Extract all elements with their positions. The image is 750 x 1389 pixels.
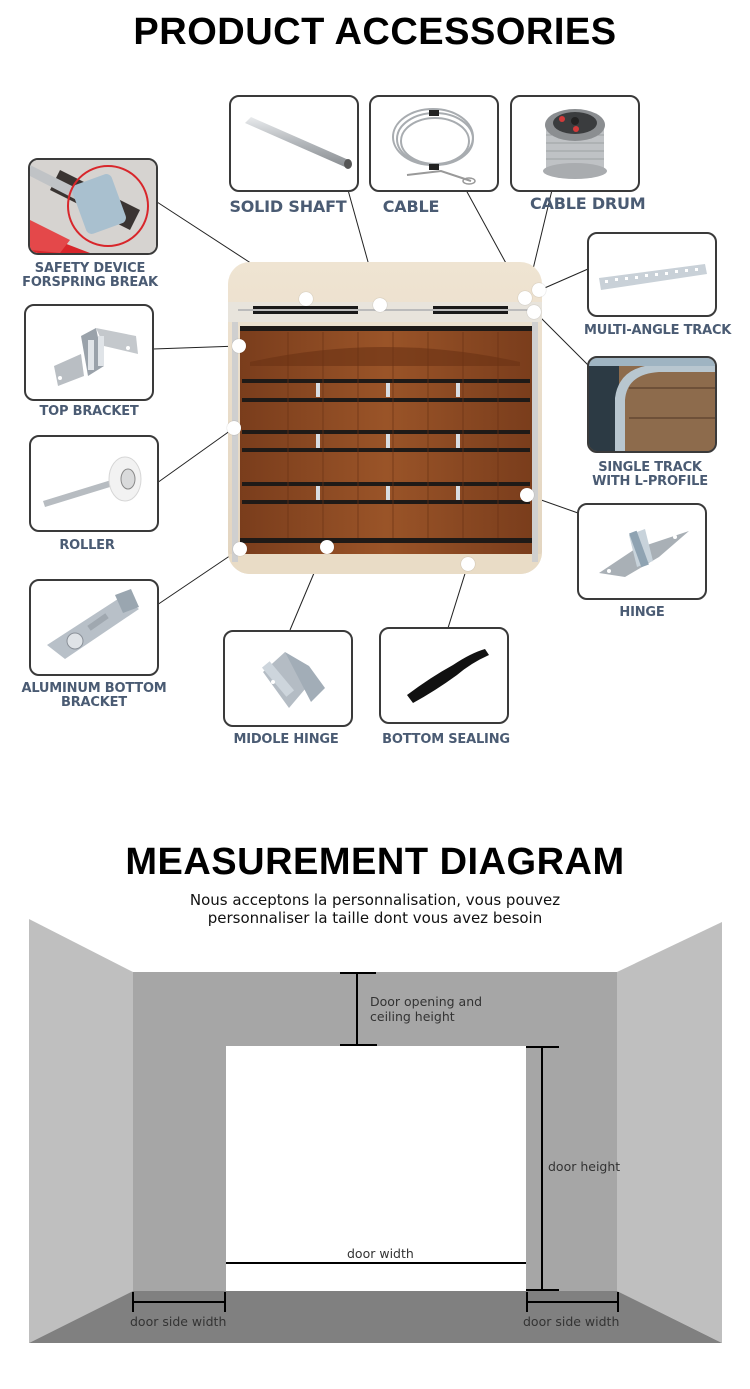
bottom-sealing-card[interactable] bbox=[379, 627, 509, 724]
multi-angle-track-label: MULTI-ANGLE TRACK bbox=[584, 323, 732, 338]
cable-drum-icon bbox=[543, 109, 607, 179]
ceiling-height-label-line2: ceiling height bbox=[370, 1009, 455, 1024]
marker-single-track[interactable] bbox=[527, 305, 541, 319]
bottom-bracket-label-line1: ALUMINUM BOTTOM bbox=[21, 681, 167, 696]
solid-shaft-icon bbox=[245, 117, 352, 169]
accessories-title: PRODUCT ACCESSORIES bbox=[133, 11, 617, 53]
marker-bottom-sealing[interactable] bbox=[461, 557, 475, 571]
bottom-bracket-icon bbox=[47, 589, 139, 659]
floor bbox=[29, 1291, 722, 1343]
bottom-sealing-label: BOTTOM SEALING bbox=[382, 732, 510, 747]
measurement-subtitle-line1: Nous acceptons la personnalisation, vous… bbox=[189, 891, 561, 909]
bottom-sealing-icon bbox=[407, 649, 489, 703]
cable-icon bbox=[392, 108, 476, 185]
safety-device-card[interactable] bbox=[28, 158, 158, 255]
hinge-label: HINGE bbox=[619, 605, 665, 620]
side-width-right-label: door side width bbox=[523, 1314, 620, 1329]
safety-device-label-line2: FORSPRING BREAK bbox=[22, 275, 158, 290]
multi-angle-track-icon bbox=[599, 264, 707, 290]
roller-icon bbox=[43, 456, 142, 507]
garage-door-photo bbox=[228, 262, 542, 574]
middle-hinge-icon bbox=[261, 652, 325, 708]
top-bracket-card[interactable] bbox=[24, 304, 154, 401]
side-width-left-label: door side width bbox=[130, 1314, 227, 1329]
hinge-icon bbox=[599, 529, 689, 577]
measurement-subtitle-line2: personnaliser la taille dont vous avez b… bbox=[207, 909, 543, 927]
safety-device-icon bbox=[30, 160, 156, 253]
marker-top-bracket[interactable] bbox=[232, 339, 246, 353]
door-opening bbox=[226, 1046, 526, 1291]
single-track-icon bbox=[589, 358, 715, 451]
hinge-card[interactable] bbox=[577, 503, 707, 600]
middle-hinge-card[interactable] bbox=[223, 630, 353, 727]
solid-shaft-card[interactable] bbox=[229, 95, 359, 192]
roller-card[interactable] bbox=[29, 435, 159, 532]
roller-label: ROLLER bbox=[59, 538, 115, 553]
safety-device-label-line1: SAFETY DEVICE bbox=[34, 261, 146, 276]
room-diagram bbox=[29, 919, 722, 1343]
single-track-card[interactable] bbox=[587, 356, 717, 453]
top-bracket-icon bbox=[54, 328, 138, 386]
multi-angle-track-card[interactable] bbox=[587, 232, 717, 317]
right-side-wall bbox=[617, 922, 722, 1343]
single-track-label-line2: WITH L-PROFILE bbox=[592, 474, 708, 489]
marker-bottom-bracket[interactable] bbox=[233, 542, 247, 556]
cable-drum-card[interactable] bbox=[510, 95, 640, 192]
top-bracket-label: TOP BRACKET bbox=[39, 404, 139, 419]
marker-hinge[interactable] bbox=[520, 488, 534, 502]
marker-safety-device[interactable] bbox=[299, 292, 313, 306]
door-height-label: door height bbox=[548, 1159, 621, 1174]
marker-multi-angle-track[interactable] bbox=[532, 283, 546, 297]
measurement-title: MEASUREMENT DIAGRAM bbox=[125, 841, 625, 883]
cable-card[interactable] bbox=[369, 95, 499, 192]
marker-middle-hinge[interactable] bbox=[320, 540, 334, 554]
cable-label: CABLE bbox=[382, 197, 440, 216]
cable-drum-label: CABLE DRUM bbox=[530, 194, 646, 213]
marker-roller[interactable] bbox=[227, 421, 241, 435]
ceiling-height-label-line1: Door opening and bbox=[370, 994, 483, 1009]
solid-shaft-label: SOLID SHAFT bbox=[229, 197, 347, 216]
bottom-bracket-label-line2: BRACKET bbox=[61, 695, 127, 710]
aluminum-bottom-bracket-card[interactable] bbox=[29, 579, 159, 676]
single-track-label-line1: SINGLE TRACK bbox=[598, 460, 702, 475]
marker-solid-shaft[interactable] bbox=[373, 298, 387, 312]
middle-hinge-label: MIDOLE HINGE bbox=[233, 732, 339, 747]
left-side-wall bbox=[29, 919, 133, 1343]
marker-cable[interactable] bbox=[518, 291, 532, 305]
door-width-label: door width bbox=[347, 1246, 414, 1261]
